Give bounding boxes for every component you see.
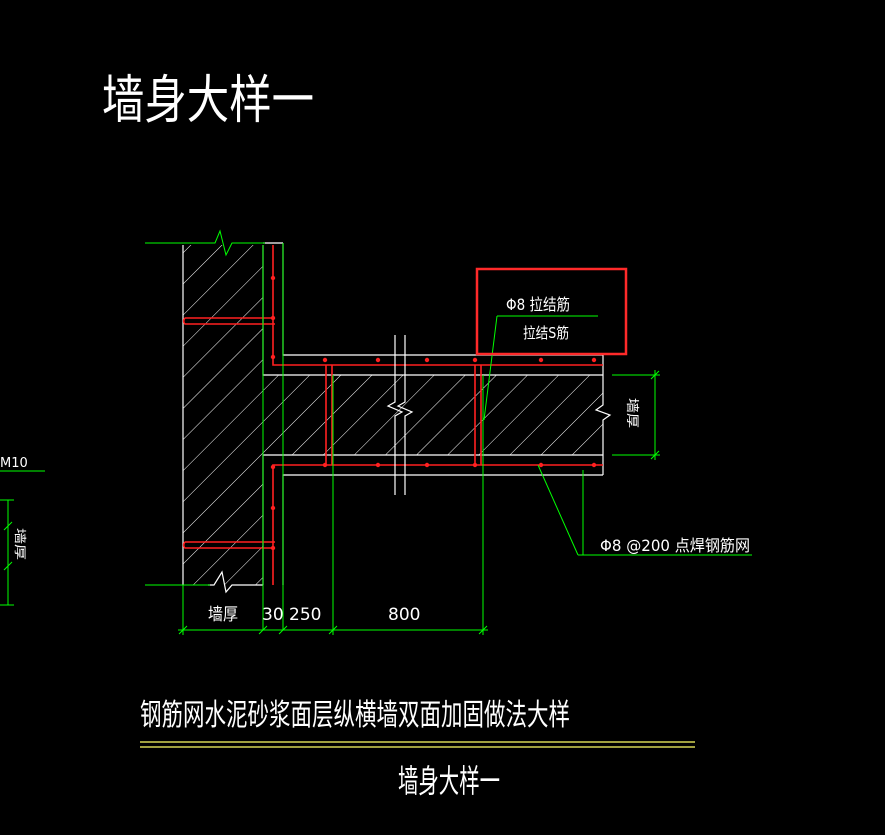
dimension-lines [0, 229, 752, 635]
callout-mesh: Φ8 @200 点焊钢筋网 [600, 536, 750, 555]
caption-underline [140, 741, 695, 748]
dim-30: 30 [262, 605, 284, 625]
dim-800: 800 [388, 605, 420, 625]
dim-right-vertical: 墙厚 [624, 398, 639, 428]
dim-250: 250 [289, 605, 321, 625]
dim-wall-thickness: 墙厚 [208, 605, 238, 625]
side-label-vertical: 墙厚 [13, 528, 27, 560]
callout-tie-bar: Φ8 拉结筋 [506, 295, 570, 314]
sub-title: 墙身大样一 [398, 762, 500, 800]
main-title: 墙身大样一 [102, 71, 314, 131]
side-label-m10: M10 [0, 456, 28, 471]
rebar-dots [270, 275, 597, 551]
caption: 钢筋网水泥砂浆面层纵横墙双面加固做法大样 [140, 698, 570, 733]
highlight-box [475, 267, 628, 356]
callout-s-bar: 拉结S筋 [523, 324, 569, 342]
break-lines [208, 335, 612, 594]
